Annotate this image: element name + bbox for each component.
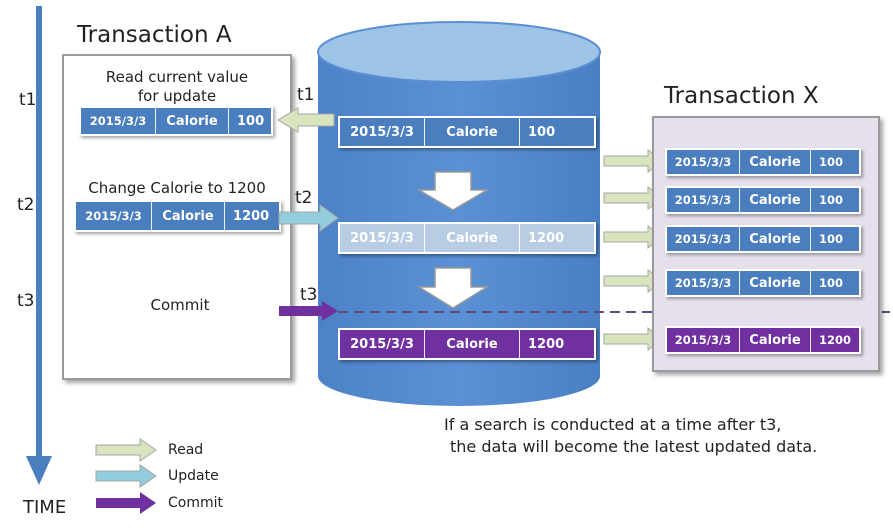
transaction-x-row: 2015/3/3 Calorie 100 [665, 225, 861, 253]
cell-date: 2015/3/3 [667, 150, 740, 174]
read-for-update-text: Read current value for update [105, 68, 249, 105]
cell-date: 2015/3/3 [667, 271, 740, 295]
transaction-a-change-row: 2015/3/3 Calorie 1200 [74, 200, 281, 232]
db-row-t2: 2015/3/3 Calorie 1200 [338, 222, 596, 254]
time-tick-t2: t2 [17, 195, 35, 215]
cell-date: 2015/3/3 [340, 118, 425, 146]
cell-value: 100 [819, 232, 844, 246]
cell-date: 2015/3/3 [667, 227, 740, 251]
cell-value: 1200 [528, 336, 565, 352]
cell-value: 100 [819, 193, 844, 207]
transaction-x-row: 2015/3/3 Calorie 1200 [665, 326, 861, 354]
note-line-2: the data will become the latest updated … [450, 437, 818, 456]
commit-text: Commit [150, 296, 210, 314]
legend-commit-label: Commit [168, 495, 223, 511]
arrow-label-t2: t2 [295, 188, 313, 208]
legend-read-arrow-icon [95, 438, 157, 462]
cell-field: Calorie [740, 227, 811, 251]
cell-field: Calorie [740, 271, 811, 295]
cell-date: 2015/3/3 [81, 108, 156, 134]
cell-value: 100 [819, 155, 844, 169]
cell-date: 2015/3/3 [667, 328, 740, 352]
update-arrow-icon [278, 204, 339, 232]
legend-commit-arrow-icon [96, 492, 156, 514]
arrow-label-t1: t1 [297, 85, 315, 105]
time-tick-t3: t3 [17, 291, 35, 311]
transaction-x-row: 2015/3/3 Calorie 100 [665, 186, 861, 214]
legend-update-label: Update [168, 468, 219, 484]
arrow-label-t3: t3 [300, 285, 318, 305]
down-arrow-icon [416, 267, 490, 309]
cell-date: 2015/3/3 [667, 188, 740, 212]
note-line-1: If a search is conducted at a time after… [444, 415, 782, 434]
db-row-t1: 2015/3/3 Calorie 100 [338, 116, 596, 148]
read-arrow-icon [277, 107, 335, 133]
transaction-x-row: 2015/3/3 Calorie 100 [665, 148, 861, 176]
transaction-x-row: 2015/3/3 Calorie 100 [665, 269, 861, 297]
transaction-a-title: Transaction A [77, 22, 232, 48]
change-calorie-text: Change Calorie to 1200 [88, 179, 266, 197]
transaction-x-title: Transaction X [664, 83, 819, 109]
legend-update-arrow-icon [95, 464, 157, 488]
cell-date: 2015/3/3 [76, 202, 152, 230]
db-row-t3: 2015/3/3 Calorie 1200 [338, 328, 596, 360]
transaction-a-read-row: 2015/3/3 Calorie 100 [79, 106, 273, 136]
cell-field: Calorie [740, 328, 811, 352]
cell-value: 100 [237, 113, 265, 129]
down-arrow-icon [416, 171, 490, 211]
time-tick-t1: t1 [19, 90, 37, 110]
cell-field: Calorie [425, 224, 520, 252]
cell-date: 2015/3/3 [340, 330, 425, 358]
cell-date: 2015/3/3 [340, 224, 425, 252]
cell-value: 1200 [233, 208, 270, 224]
time-axis-label: TIME [23, 497, 67, 518]
cell-value: 1200 [819, 333, 852, 347]
cell-value: 1200 [528, 230, 565, 246]
cell-value: 100 [819, 276, 844, 290]
commit-arrow-icon [279, 301, 338, 321]
cell-field: Calorie [152, 202, 225, 230]
cell-field: Calorie [156, 108, 229, 134]
cell-field: Calorie [740, 188, 811, 212]
cell-field: Calorie [425, 118, 520, 146]
time-axis-arrow [26, 6, 52, 485]
legend-read-label: Read [168, 442, 204, 458]
cell-field: Calorie [740, 150, 811, 174]
cell-field: Calorie [425, 330, 520, 358]
cell-value: 100 [528, 124, 556, 140]
